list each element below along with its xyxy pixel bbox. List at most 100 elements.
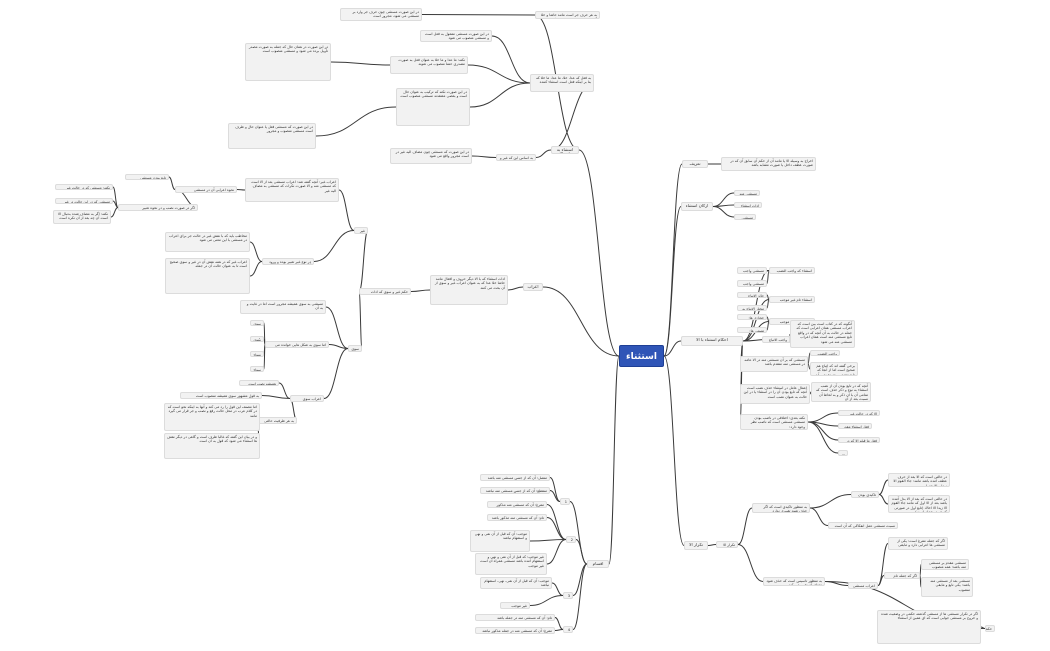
topic-ag-3c[interactable]: در اين صورت نكته كه تركيب به عنوان حال ا… bbox=[396, 88, 470, 126]
topic-er-s3[interactable]: اعراب سوى bbox=[290, 395, 324, 402]
topic-tk-1a[interactable]: تاكيدی بودن الا bbox=[851, 491, 879, 498]
topic-aq-4a[interactable]: تام: آن كه مستثنى منه در جمله باشد bbox=[475, 614, 555, 621]
topic-ah-4a[interactable]: واجب الاتباع bbox=[762, 336, 790, 343]
topic-er-s1[interactable]: مستثنى به سوى همیشه مجرور است اما در غای… bbox=[240, 300, 326, 314]
topic-ah-6-d[interactable]: آنچه كه در تابع بودن آن از نصب استثناء ب… bbox=[811, 382, 871, 402]
topic-tk-2a2b[interactable]: مستثنی بعد از مستثنی منه باشد: یكی تابع … bbox=[921, 577, 973, 597]
topic-tk-1b[interactable]: نسبت مستثنى عمل انفكاكی كه آن است bbox=[828, 522, 898, 529]
topic-ah-5a[interactable]: واجب النصب bbox=[810, 350, 840, 356]
topic-erab[interactable]: اعراب bbox=[523, 283, 543, 291]
topic-ah-2a[interactable]: جائز الاتباع bbox=[737, 292, 767, 298]
topic-ag-3b-d[interactable]: در اين صورت در همان حال كه جمله به صورت … bbox=[245, 43, 331, 81]
topic-er-g1a2b[interactable]: مستثنى كه در اين حالت در غير صورت است bbox=[55, 198, 113, 204]
topic-aq-2c-d[interactable]: غير موجب: كه قبل از آن نفی و نهی و استفه… bbox=[475, 553, 547, 575]
topic-ta3rif[interactable]: تعريف bbox=[682, 160, 708, 168]
topic-ah-5[interactable]: مستثنى كه بر آن مستثنى منه در الا عامه د… bbox=[740, 356, 808, 372]
topic-ah-1b[interactable]: مستثنى واجب النصب منقطع باشد bbox=[737, 280, 767, 287]
topic-tk-2a2[interactable]: اگر كه جمله تام است bbox=[884, 572, 920, 579]
topic-er-g1b[interactable]: نكته: اگر به مضاف شده بدنبال الا است آن … bbox=[53, 210, 111, 224]
topic-ah-3a[interactable]: حجازی ها: واجب النصب bbox=[737, 314, 767, 320]
topic-ah-7b[interactable]: فعل استثناء مقدر bbox=[838, 423, 872, 429]
topic-tk-2a2a[interactable]: مستثنى مقدم بر مستثنى منه باشد: همه منصو… bbox=[921, 559, 969, 570]
topic-er-siwa[interactable]: سوى bbox=[348, 345, 362, 352]
topic-er-s2d[interactable]: سِواء bbox=[250, 366, 264, 372]
topic-er-g1[interactable]: اعراب غير: آنچه گفته شد: اعراب مستثنى بع… bbox=[245, 178, 339, 202]
topic-aq-2[interactable]: 2 bbox=[566, 536, 576, 543]
topic-ah-5b[interactable]: برخی گفته اند كه اتباع هم صحيح است اما ا… bbox=[810, 362, 858, 376]
topic-aq-3b[interactable]: غير موجب bbox=[500, 602, 530, 609]
topic-tk-1a-d2[interactable]: در حالتی است كه بعد از الا بدل آمده باشد… bbox=[888, 495, 950, 513]
topic-er-g2a[interactable]: مخاطب باید كه با نقش غير در حالت جر برای… bbox=[165, 232, 250, 252]
topic-arkan-1[interactable]: مستثنى منه bbox=[734, 190, 760, 196]
topic-aq-2b[interactable]: تام: آن كه مستثنى منه مذكور باشد bbox=[487, 514, 547, 521]
topic-ah-7c[interactable]: فعل ما قبله الا كه در جمله bbox=[838, 437, 880, 443]
topic-aq-2a[interactable]: مفرغ: آن كه مستثنى منه مذكور نباشد bbox=[487, 501, 547, 508]
topic-aq-1a[interactable]: متصل: آن كه از جنس مستثنى منه باشد bbox=[480, 474, 550, 481]
topic-ag-3c-d[interactable]: در اين صورت كه مستثنى فعل يا عنوان حال و… bbox=[228, 123, 316, 149]
topic-arkan-3[interactable]: مستثنى bbox=[734, 214, 756, 220]
topic-er-1[interactable]: حكم غير و سوى كه ادات هستند bbox=[359, 288, 411, 295]
link-root-ahkam bbox=[663, 340, 682, 357]
topic-adat-ghair[interactable]: استثناء به غير الا bbox=[551, 146, 579, 154]
topic-ag-2d[interactable]: در اين صورت مستثنى چون حرف جر وارد بر مس… bbox=[340, 8, 422, 21]
topic-ah-7[interactable]: نكته بعدی: اختلافی در ناصب بودن مستثنى م… bbox=[740, 414, 808, 430]
topic-tk-2[interactable]: به منظور تاسیس است كه حذف شود معنای آن ت… bbox=[763, 577, 825, 586]
topic-ag-1d[interactable]: در اين صورت كه مستثنى چون مضاف اليه غير … bbox=[390, 148, 472, 164]
link-aq_2-aq_2c bbox=[529, 539, 567, 542]
topic-ah-1[interactable]: استثناء كه واجب النصب است bbox=[769, 267, 815, 274]
topic-er-ghair[interactable]: غير bbox=[354, 227, 368, 234]
topic-ah-2[interactable]: استثناء تام غير موجب متصل باشد bbox=[769, 296, 815, 303]
link-aqsam-aq_1 bbox=[569, 501, 588, 565]
topic-ag-2[interactable]: به هر حرف جر است مانند حاشا و خلا كه در … bbox=[535, 11, 600, 19]
topic-aq-3a[interactable]: موجب: آن كه قبل از آن نفی، نهی، استفهام … bbox=[480, 577, 552, 589]
topic-arkan[interactable]: اركان استثناء bbox=[681, 202, 713, 211]
topic-ah-2b[interactable]: مختار الاتباع به عنوان بدل bbox=[737, 305, 767, 311]
topic-er-s3a[interactable]: همیشه نصب است bbox=[239, 380, 279, 386]
topic-ah-7d[interactable]: ... bbox=[838, 450, 848, 456]
topic-ta3rif-d[interactable]: اخراج به وسيله الا يا مانند آن از حكم آن… bbox=[721, 157, 816, 171]
topic-aq-2c[interactable]: موجب: آن كه قبل از آن نفی و نهی و استفها… bbox=[470, 530, 530, 552]
topic-er-g1a2a[interactable]: نكته: مستثنى كه در حالت غير است bbox=[55, 184, 113, 190]
topic-takrar[interactable]: تكرار الا bbox=[684, 541, 708, 550]
topic-tk-2b[interactable]: حكم bbox=[985, 625, 995, 632]
root-topic[interactable]: استثناء bbox=[619, 345, 664, 367]
topic-erab-d[interactable]: ادات استثناء كه با الا ديگر حروف و افعال… bbox=[430, 275, 508, 305]
topic-ag-3a[interactable]: در اين صورت مستثنى مفعول به فعل است و مس… bbox=[420, 30, 492, 42]
topic-tk-2a1[interactable]: اگر كه جمله مفرغ است: یكی از مستثنى ها ا… bbox=[888, 537, 948, 550]
topic-er-g2[interactable]: در نوع غير تعبير بوده و ورود آن در جمله … bbox=[262, 258, 314, 265]
topic-er-g1a2[interactable]: اگر در صورت نصب و در نحوه تعبير bbox=[118, 204, 198, 211]
topic-ahkam[interactable]: احكام استثناء با الا bbox=[681, 336, 743, 346]
topic-ah-6[interactable]: اعمال عامل در استثناء حذف نصب است آنچه ك… bbox=[740, 384, 810, 404]
topic-er-s3b[interactable]: به قول مشهور سوی همیشه منصوب است bbox=[180, 392, 262, 399]
topic-er-s2b[interactable]: سُوى bbox=[250, 336, 264, 342]
topic-er-s3c1[interactable]: اما مصنف اين قول را رد می كند و آنها به … bbox=[164, 403, 260, 431]
topic-ag-1[interactable]: به اساس اين كه غير و سوى چگونه bbox=[496, 154, 536, 161]
topic-er-s2a[interactable]: سِوى bbox=[250, 320, 264, 326]
topic-er-s2c[interactable]: سَواء bbox=[250, 351, 264, 357]
topic-aq-1[interactable]: 1 bbox=[560, 498, 570, 505]
topic-er-s2[interactable]: اما سوى به شكل هایی خوانده می شود bbox=[265, 341, 329, 348]
topic-aq-4b[interactable]: مفرغ: آن كه مستثنى منه در جمله مذكور نبا… bbox=[475, 627, 555, 634]
topic-er-g1a1[interactable]: تابع بودن مستثنى bbox=[125, 174, 169, 180]
topic-aq-4[interactable]: 4 bbox=[563, 626, 573, 633]
topic-ah-7a[interactable]: الا كه در حالت غير مرتبط است bbox=[838, 410, 880, 416]
topic-ah-1a[interactable]: مستثنى واجب النصب متصل باشد bbox=[737, 267, 767, 274]
topic-tk-1[interactable]: به منظور تاكيدی است كه اگر حذف شود تغییر… bbox=[752, 503, 810, 513]
topic-tk-2a[interactable]: اعراب مستثنى bbox=[848, 582, 878, 589]
topic-aq-1b[interactable]: منقطع: آن كه از جنس مستثنى منه نباشد bbox=[480, 487, 550, 494]
topic-aq-3[interactable]: 3 bbox=[563, 592, 573, 599]
topic-tk-2b-d[interactable]: اگر در تكرار مستثنى ها از مستثنى گذشته ح… bbox=[877, 610, 981, 644]
topic-tk-1a-d1[interactable]: در حالتی است كه الا بعد از حرف عطف آمده … bbox=[888, 473, 950, 487]
topic-ah-3b[interactable]: تمیمی ها: گروهی نصب به عنوان بدل اتباع bbox=[737, 327, 767, 333]
topic-ah-4a-d[interactable]: آنگونه كه در كتاب است بين است كه اعراب م… bbox=[790, 320, 855, 348]
link-er_siwa-er_s3 bbox=[323, 348, 349, 399]
topic-er-s3c2[interactable]: و در بيان اين گفته كه غالبا ظرف است و گا… bbox=[164, 433, 260, 459]
topic-er-g2b[interactable]: اعراب غير كه در همه نقش آن در غير و سوی … bbox=[165, 258, 250, 294]
topic-er-s3c[interactable]: به هر ظرفيت حالتی bbox=[257, 417, 297, 424]
topic-ag-3b[interactable]: نكته: ما عدا و ما خلا به عنوان فعل به صو… bbox=[390, 56, 468, 74]
topic-arkan-2[interactable]: ادات استثناء bbox=[734, 202, 762, 208]
topic-ag-3[interactable]: به فعل كه عدا، خلا، ما عدا، ما خلا كه بن… bbox=[530, 74, 594, 92]
topic-takrar-in[interactable]: تكرار الا bbox=[716, 541, 738, 548]
topic-aqsam[interactable]: اقسام bbox=[587, 560, 609, 568]
topic-er-g1a[interactable]: نحوه اعرابی آن در مستثنى bbox=[175, 186, 237, 193]
